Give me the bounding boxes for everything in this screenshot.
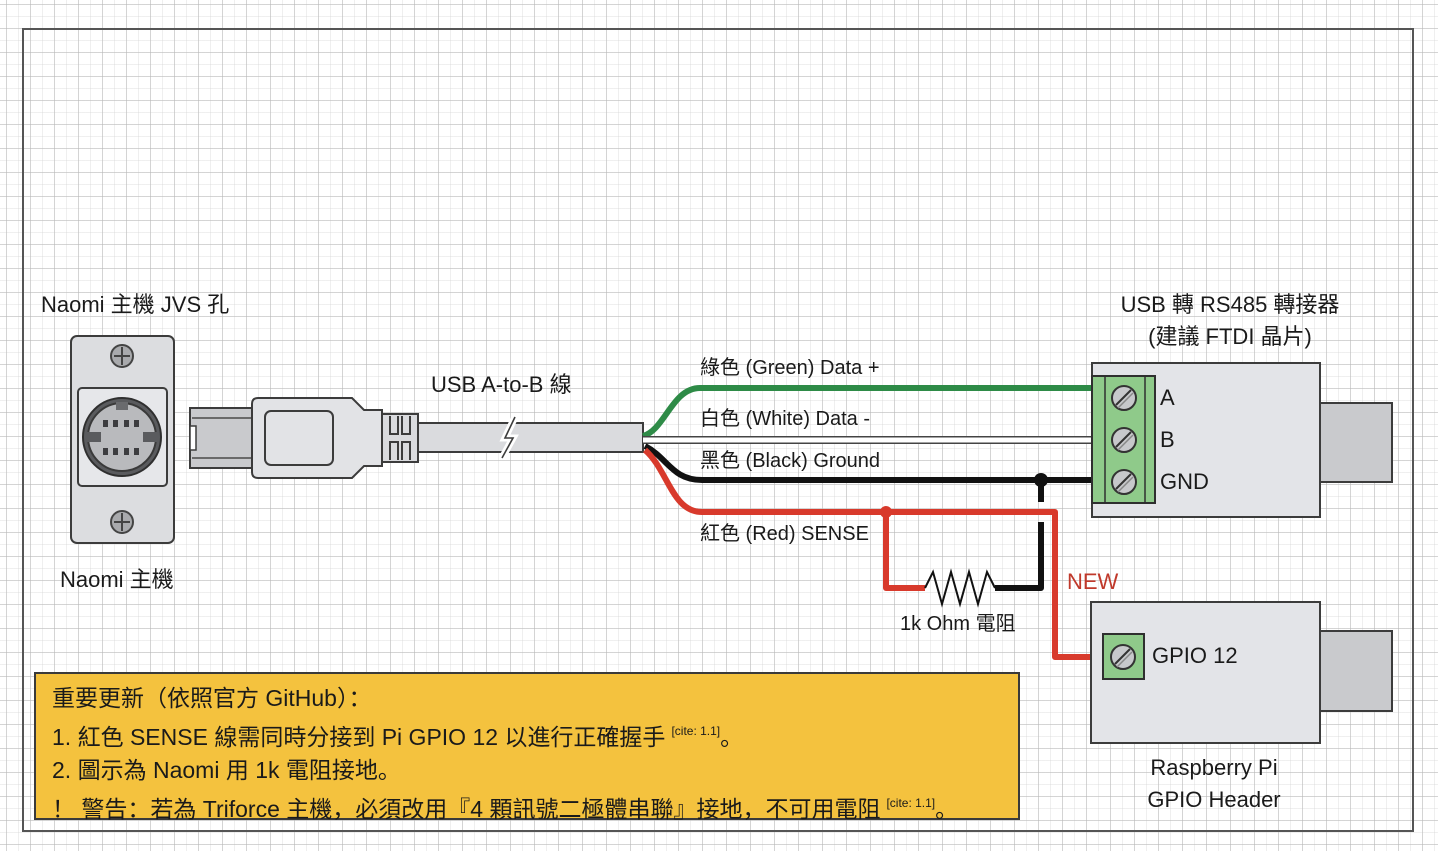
red-junction-dot	[880, 506, 892, 518]
black-junction-dot	[1034, 473, 1048, 487]
usb-cable	[417, 415, 644, 460]
pi-caption-line1: Raspberry Pi	[1150, 755, 1278, 780]
converter-title-line1: USB 轉 RS485 轉接器	[1120, 292, 1340, 317]
screw-icon	[110, 344, 134, 368]
pi-caption-line2: GPIO Header	[1147, 787, 1281, 812]
screw-icon	[110, 510, 134, 534]
screw-terminal-icon	[1110, 644, 1136, 670]
usb-plug-icon	[1319, 402, 1393, 483]
green-wire	[641, 385, 1094, 439]
note-line-1-end: 。	[720, 724, 744, 750]
pi-connector-icon	[1319, 630, 1393, 712]
mini-din-jvs-port-icon	[82, 397, 162, 477]
citation: [cite: 1.1]	[886, 796, 936, 810]
citation: [cite: 1.1]	[671, 724, 721, 738]
naomi-jvs-port	[70, 335, 175, 544]
note-heading: 重要更新（依照官方 GitHub）：	[52, 685, 372, 711]
white-wire-label: 白色 (White) Data -	[700, 408, 871, 430]
raspberry-pi-gpio	[1090, 601, 1393, 744]
gpio-terminal-label: GPIO 12	[1152, 643, 1238, 668]
green-wire-label: 綠色 (Green) Data +	[700, 357, 880, 379]
red-wire-resistor-branch	[883, 512, 925, 591]
black-wire	[643, 443, 1094, 483]
resistor-label: 1k Ohm 電阻	[900, 613, 1016, 635]
note-line-3: ！ 警告：若為 Triforce 主機，必須改用『4 顆訊號二極體串聯』接地，不…	[52, 787, 1002, 826]
black-wire-ground-branch	[995, 480, 1044, 591]
red-wire-label: 紅色 (Red) SENSE	[700, 523, 869, 545]
cable-break-icon	[498, 415, 519, 460]
usb-b-plug-icon	[189, 397, 419, 479]
note-line-1-text: 1. 紅色 SENSE 線需同時分接到 Pi GPIO 12 以進行正確握手	[52, 724, 666, 750]
screw-terminal-icon	[1111, 469, 1137, 495]
update-note: 重要更新（依照官方 GitHub）： 1. 紅色 SENSE 線需同時分接到 P…	[34, 672, 1020, 822]
screw-terminal-icon	[1111, 427, 1137, 453]
red-wire	[642, 447, 1104, 660]
terminal-label-b: B	[1160, 427, 1175, 452]
black-wire-label: 黑色 (Black) Ground	[700, 450, 881, 472]
converter-title-line2: (建議 FTDI 晶片)	[1148, 324, 1312, 349]
diagram-frame	[22, 28, 1414, 832]
resistor-icon	[924, 568, 996, 608]
terminal-label-gnd: GND	[1160, 469, 1209, 494]
screw-terminal-icon	[1111, 385, 1137, 411]
naomi-port-title: Naomi 主機 JVS 孔	[41, 292, 230, 317]
note-line-1: 1. 紅色 SENSE 線需同時分接到 Pi GPIO 12 以進行正確握手 [c…	[52, 715, 1002, 754]
terminal-label-a: A	[1160, 385, 1175, 410]
cable-label: USB A-to-B 線	[431, 372, 572, 397]
note-warning-text: ！ 警告：若為 Triforce 主機，必須改用『4 顆訊號二極體串聯』接地，不…	[52, 796, 881, 822]
note-line-2: 2. 圖示為 Naomi 用 1k 電阻接地。	[52, 757, 401, 783]
note-line-3-end: 。	[935, 796, 959, 822]
naomi-caption: Naomi 主機	[60, 567, 174, 592]
usb-rs485-converter	[1091, 362, 1393, 518]
new-tag: NEW	[1067, 569, 1119, 594]
